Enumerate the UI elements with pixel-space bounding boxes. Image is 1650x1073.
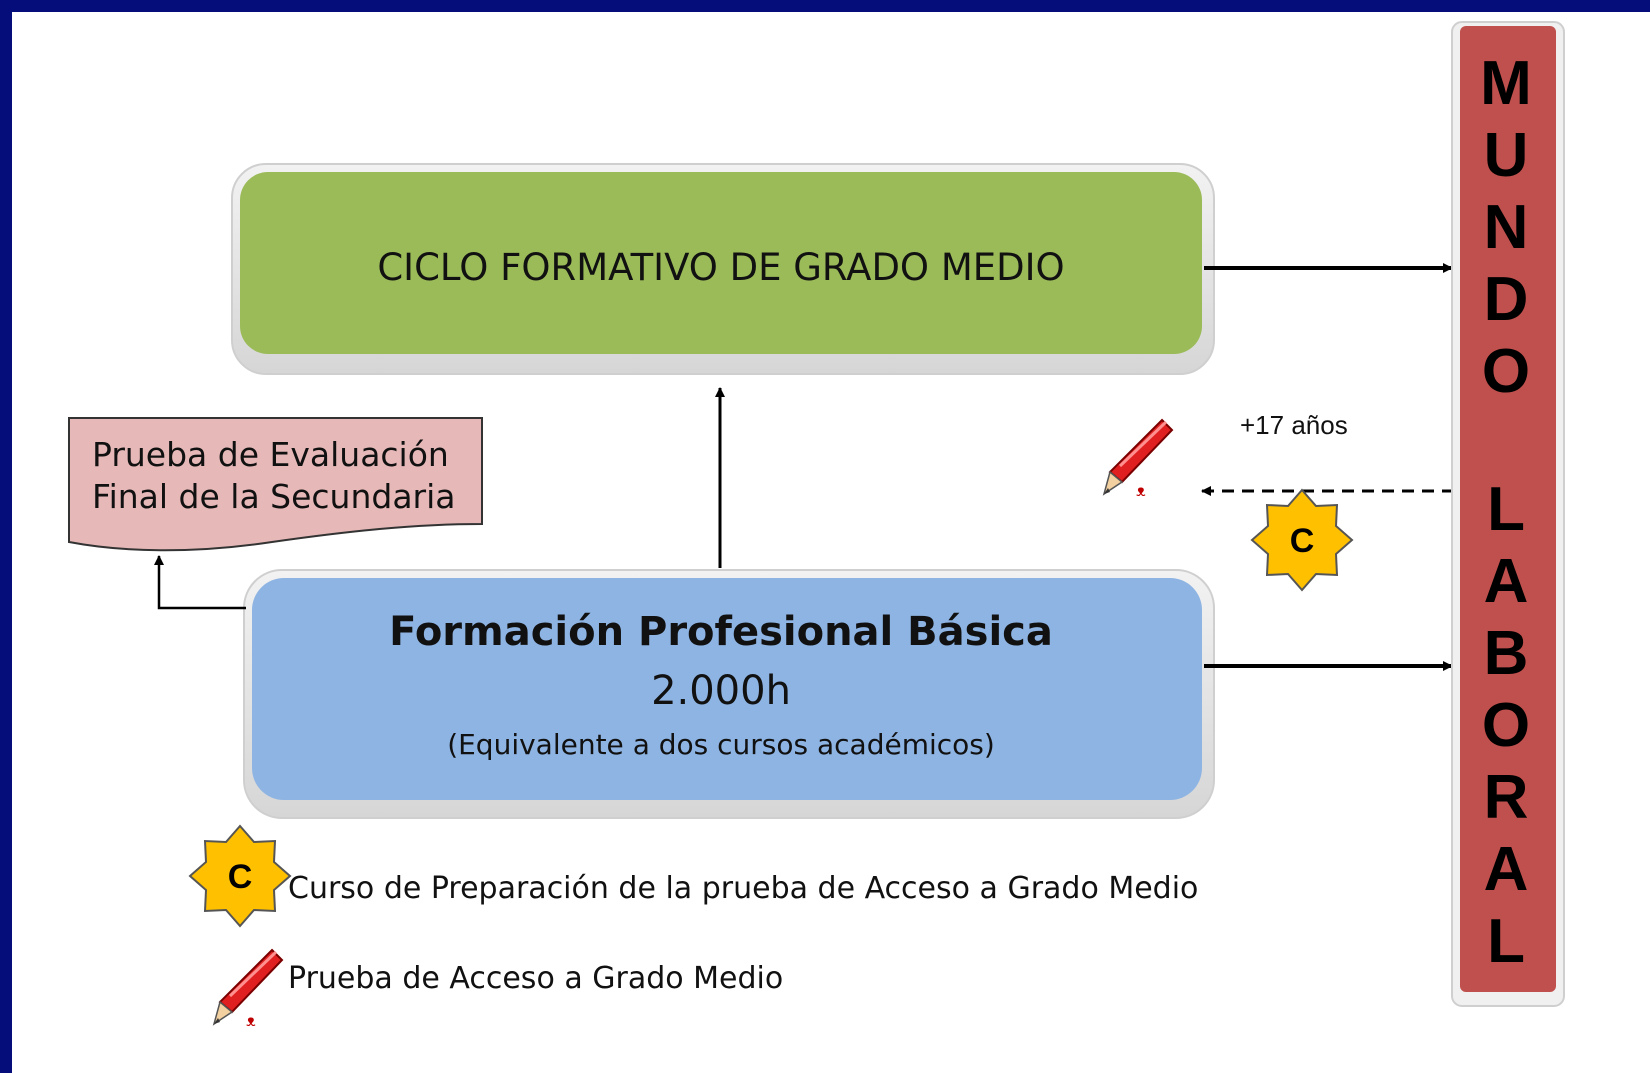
diagram-canvas: CICLO FORMATIVO DE GRADO MEDIO Formación…	[12, 12, 1650, 1073]
evaluation-document: Prueba de Evaluación Final de la Secunda…	[68, 417, 483, 552]
svg-text:ᴥ: ᴥ	[246, 1011, 256, 1030]
legend-exam-label: Prueba de Acceso a Grado Medio	[288, 961, 783, 996]
laboral-letter-7: L	[1487, 907, 1525, 976]
pencil-icon: ᴥ	[1102, 418, 1174, 500]
laboral-letter-2: A	[1484, 547, 1529, 616]
fp-basica-title: Formación Profesional Básica	[389, 609, 1053, 655]
svg-text:ᴥ: ᴥ	[1136, 481, 1146, 500]
ciclo-formativo-label: CICLO FORMATIVO DE GRADO MEDIO	[377, 246, 1064, 289]
course-badge-icon: C	[1250, 488, 1354, 592]
mundo-laboral-fill	[1460, 26, 1556, 992]
fp-basica-note: (Equivalente a dos cursos académicos)	[447, 728, 995, 761]
flow-diagram: CICLO FORMATIVO DE GRADO MEDIO Formación…	[68, 21, 1565, 1030]
legend-badge-letter: C	[228, 858, 253, 896]
laboral-letter-3: B	[1484, 619, 1529, 688]
arrow-to-evaluation	[154, 555, 246, 610]
fp-basica-fill	[252, 578, 1202, 800]
laboral-letter-4: O	[1482, 691, 1530, 760]
mundo-letter-3: N	[1484, 193, 1529, 262]
legend-pencil-icon: ᴥ	[212, 948, 284, 1030]
laboral-letter-6: A	[1484, 835, 1529, 904]
laboral-letter-1: L	[1487, 475, 1525, 544]
ciclo-formativo-fill	[240, 172, 1202, 354]
fp-basica-hours: 2.000h	[651, 668, 791, 714]
evaluation-line-1: Prueba de Evaluación	[92, 435, 449, 474]
evaluation-line-2: Final de la Secundaria	[92, 477, 456, 516]
legend-course-label: Curso de Preparación de la prueba de Acc…	[288, 871, 1198, 906]
course-badge-letter: C	[1290, 522, 1315, 560]
mundo-letter-2: U	[1484, 121, 1529, 190]
age-label: +17 años	[1240, 410, 1348, 440]
fp-basica-box: Formación Profesional Básica 2.000h (Equ…	[243, 569, 1215, 819]
mundo-letter-5: O	[1482, 337, 1530, 406]
ciclo-formativo-box: CICLO FORMATIVO DE GRADO MEDIO	[231, 163, 1215, 375]
laboral-letter-5: R	[1484, 763, 1529, 832]
mundo-letter-1: M	[1480, 49, 1532, 118]
mundo-letter-4: D	[1484, 265, 1529, 334]
legend-course-badge-icon: C	[188, 824, 292, 928]
